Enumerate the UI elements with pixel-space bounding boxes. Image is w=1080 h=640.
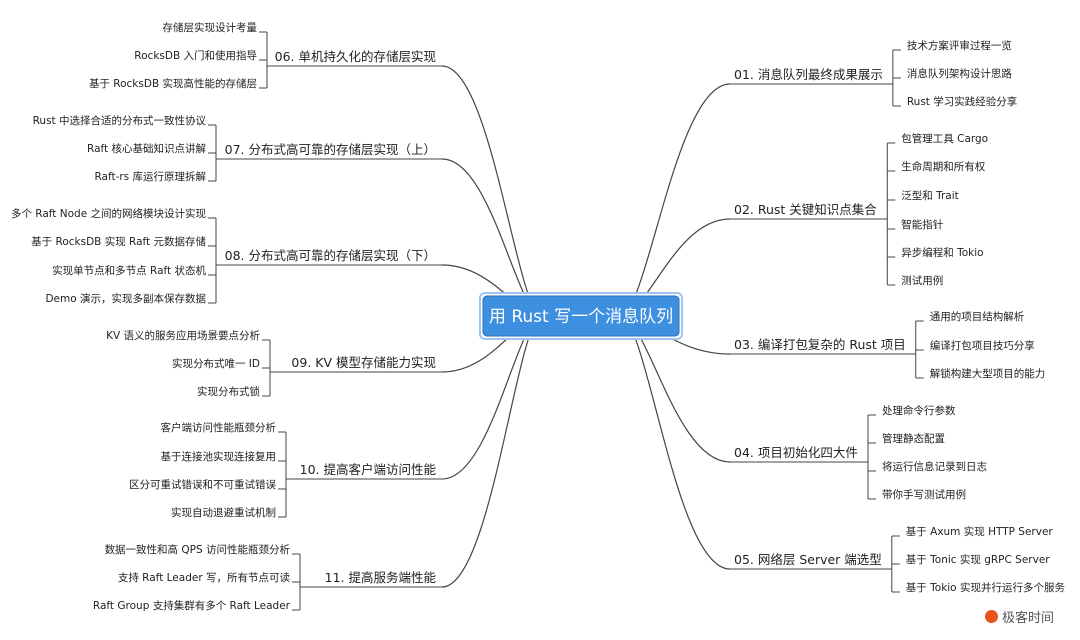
branch-label-left-11: 11. 提高服务端性能	[325, 570, 437, 585]
child-label: 泛型和 Trait	[901, 189, 959, 202]
child-label: 客户端访问性能瓶颈分析	[161, 421, 277, 434]
child-label: 支持 Raft Leader 写，所有节点可读	[118, 571, 291, 584]
child-label: 基于 Tokio 实现并行运行多个服务	[906, 581, 1066, 594]
child-label: Raft Group 支持集群有多个 Raft Leader	[93, 599, 291, 612]
child-label: 编译打包项目技巧分享	[930, 339, 1035, 352]
child-label: 实现分布式唯一 ID	[172, 357, 260, 370]
geektime-logo-icon	[984, 610, 998, 623]
child-label: 实现分布式锁	[197, 385, 260, 398]
child-label: 包管理工具 Cargo	[901, 132, 988, 145]
branch-label-left-7: 07. 分布式高可靠的存储层实现（上）	[225, 142, 436, 157]
child-label: 存储层实现设计考量	[163, 21, 258, 34]
branch-label-left-9: 09. KV 模型存储能力实现	[291, 355, 436, 370]
child-label: 基于连接池实现连接复用	[161, 450, 277, 463]
branch-label-right-04: 04. 项目初始化四大件	[734, 445, 858, 460]
branch-label-right-03: 03. 编译打包复杂的 Rust 项目	[734, 337, 906, 352]
branch-curve-left-6	[441, 65, 543, 317]
child-label: Rust 学习实践经验分享	[907, 95, 1017, 108]
child-label: 解锁构建大型项目的能力	[930, 367, 1046, 380]
child-label: 通用的项目结构解析	[930, 310, 1025, 323]
branch-label-right-02: 02. Rust 关键知识点集合	[734, 202, 877, 217]
child-label: 异步编程和 Tokio	[901, 246, 983, 259]
child-label: 消息队列架构设计思路	[907, 67, 1012, 80]
child-label: 基于 RocksDB 实现 Raft 元数据存储	[31, 235, 206, 248]
child-label: Demo 演示，实现多副本保存数据	[45, 292, 206, 305]
branch-label-left-10: 10. 提高客户端访问性能	[300, 462, 437, 477]
child-label: 基于 RocksDB 实现高性能的存储层	[89, 77, 257, 90]
branch-curve-left-10	[441, 315, 543, 480]
branch-label-right-01: 01. 消息队列最终成果展示	[734, 67, 883, 82]
branch-curve-left-11	[441, 315, 543, 588]
child-label: 多个 Raft Node 之间的网络模块设计实现	[11, 207, 207, 220]
branch-label-right-05: 05. 网络层 Server 端选型	[734, 552, 882, 567]
child-label: Raft 核心基础知识点讲解	[87, 142, 206, 155]
child-label: 基于 Tonic 实现 gRPC Server	[906, 553, 1050, 566]
watermark-text: 极客时间	[1001, 611, 1054, 626]
watermark: 极客时间	[984, 607, 1054, 626]
child-label: 生命周期和所有权	[901, 160, 985, 173]
child-label: 管理静态配置	[882, 432, 945, 445]
center-title: 用 Rust 写一个消息队列	[489, 307, 673, 327]
child-label: 技术方案评审过程一览	[907, 39, 1012, 52]
branch-label-left-8: 08. 分布式高可靠的存储层实现（下）	[225, 248, 436, 263]
branch-label-left-6: 06. 单机持久化的存储层实现	[275, 49, 436, 64]
child-label: 实现单节点和多节点 Raft 状态机	[52, 264, 206, 277]
center-node	[482, 295, 680, 337]
child-label: 智能指针	[901, 218, 943, 231]
child-label: 实现自动退避重试机制	[171, 506, 276, 519]
child-label: RocksDB 入门和使用指导	[134, 49, 257, 62]
child-label: 带你手写测试用例	[882, 488, 966, 501]
child-label: 基于 Axum 实现 HTTP Server	[906, 525, 1054, 538]
child-label: 将运行信息记录到日志	[882, 460, 987, 473]
child-label: Raft-rs 库运行原理拆解	[94, 170, 206, 183]
branch-curve-right-01	[619, 83, 731, 317]
child-label: 数据一致性和高 QPS 访问性能瓶颈分析	[105, 543, 291, 556]
child-label: KV 语义的服务应用场景要点分析	[106, 329, 260, 342]
child-label: Rust 中选择合适的分布式一致性协议	[33, 114, 207, 127]
branch-curve-right-05	[619, 315, 731, 570]
child-label: 测试用例	[901, 274, 943, 287]
child-label: 处理命令行参数	[882, 404, 956, 417]
child-label: 区分可重试错误和不可重试错误	[129, 478, 276, 491]
